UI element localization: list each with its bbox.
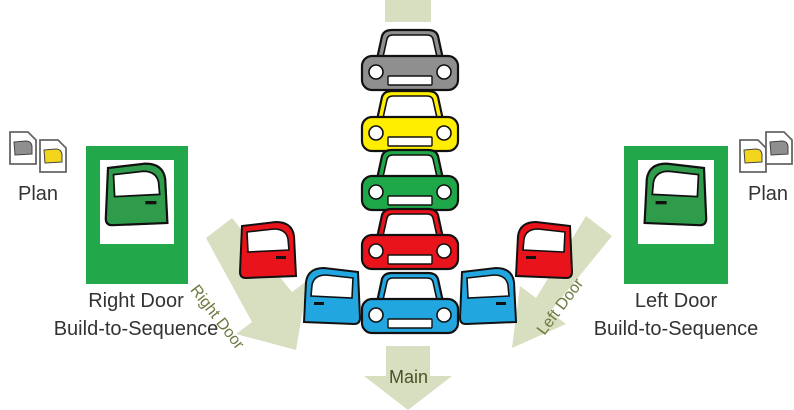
door-icon-red-right-side (240, 222, 296, 278)
main-flow-label: Main (389, 364, 428, 390)
car-icon-gray (362, 30, 458, 90)
plan-label-left: Plan (18, 181, 58, 207)
left-door-station-subtitle: Build-to-Sequence (576, 316, 776, 342)
left-door-station-box (624, 146, 728, 284)
car-icon-red (362, 209, 458, 269)
car-icon-blue (362, 273, 458, 333)
door-icon-blue-left (304, 268, 360, 324)
door-icon-red-left-side (516, 222, 572, 278)
car-icon-yellow (362, 91, 458, 151)
main-line-arrow-top (385, 0, 431, 22)
left-door-station-title: Left Door (576, 288, 776, 314)
plan-doc-icon-left (10, 132, 66, 172)
car-icon-green (362, 150, 458, 210)
door-icon-blue-right (460, 268, 516, 324)
right-door-station-box (86, 146, 188, 284)
plan-label-right: Plan (748, 181, 788, 207)
plan-doc-icon-right (740, 132, 792, 172)
